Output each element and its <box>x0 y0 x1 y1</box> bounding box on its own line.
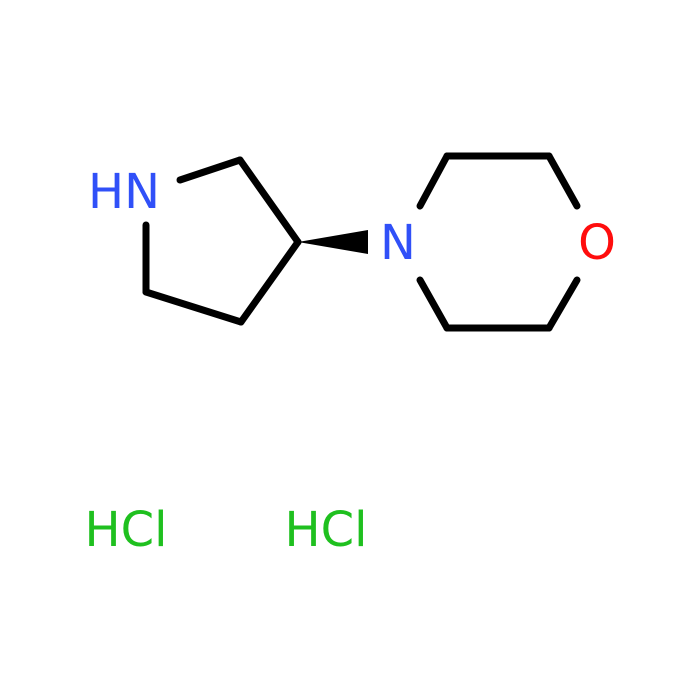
bond-c3-c4 <box>237 238 302 326</box>
bond-c2-c3 <box>236 156 302 246</box>
bond-c-n-bottom <box>416 276 451 332</box>
morpholine-nitrogen-label: N <box>380 215 416 271</box>
bond-n1-c2 <box>176 156 244 184</box>
morpholine-oxygen-label: O <box>578 215 616 271</box>
bond-o-c-bottom <box>545 276 581 332</box>
pyrrolidine-nitrogen-label: HN <box>88 164 160 220</box>
bond-n-c-top <box>416 152 451 210</box>
hcl-label-1: HCl <box>85 502 168 558</box>
bond-c-o-top <box>545 152 581 210</box>
hcl-label-2: HCl <box>285 502 368 558</box>
bond-c4-c5 <box>142 288 245 326</box>
wedge-bond <box>298 230 368 254</box>
morpholine-ring <box>416 152 581 332</box>
pyrrolidine-ring <box>142 156 302 326</box>
